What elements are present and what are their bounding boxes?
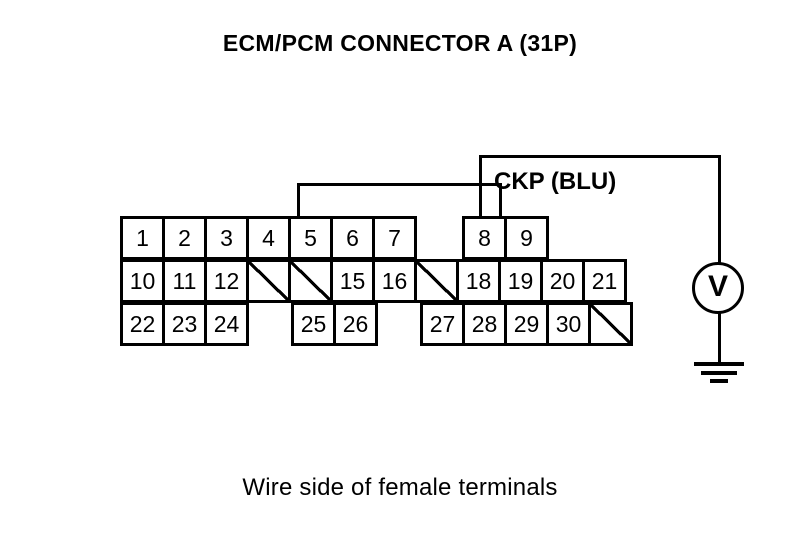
terminal-cell[interactable]: 16: [372, 259, 417, 303]
voltmeter-v-glyph: V: [707, 270, 728, 303]
terminal-cell[interactable]: 28: [462, 302, 507, 346]
ckp-wire-label: CKP (BLU): [494, 168, 617, 195]
terminal-cell[interactable]: 26: [333, 302, 378, 346]
terminal-cell[interactable]: 8: [462, 216, 507, 260]
unused-terminal-cell: [246, 259, 291, 303]
terminal-row-bottom: 22 23 24 25 26 27 28 29 30: [120, 302, 633, 346]
ground-icon-bar-2: [701, 371, 737, 375]
terminal-row-top: 1 2 3 4 5 6 7 8 9: [120, 216, 549, 260]
terminal-cell[interactable]: 10: [120, 259, 165, 303]
terminal-cell[interactable]: 27: [420, 302, 465, 346]
page-title: ECM/PCM CONNECTOR A (31P): [222, 30, 578, 56]
ckp-wire-left-segment: [479, 155, 482, 260]
ckp-wire-right-segment: [718, 155, 721, 265]
terminal-bracket-top: [297, 183, 502, 186]
terminal-spacer: [246, 302, 291, 346]
figure-caption: Wire side of female terminals: [242, 474, 558, 501]
voltmeter-icon: V: [692, 262, 744, 314]
terminal-cell[interactable]: 15: [330, 259, 375, 303]
terminal-cell[interactable]: 2: [162, 216, 207, 260]
unused-terminal-cell: [414, 259, 459, 303]
terminal-cell[interactable]: 4: [246, 216, 291, 260]
terminal-cell[interactable]: 23: [162, 302, 207, 346]
terminal-cell[interactable]: 19: [498, 259, 543, 303]
terminal-cell[interactable]: 29: [504, 302, 549, 346]
terminal-cell[interactable]: 6: [330, 216, 375, 260]
terminal-cell[interactable]: 11: [162, 259, 207, 303]
voltmeter-circle: [692, 262, 744, 314]
ground-icon-bar-3: [710, 379, 728, 383]
ckp-wire-top-segment: [479, 155, 721, 158]
ground-icon-bar-1: [694, 362, 744, 366]
unused-terminal-cell: [288, 259, 333, 303]
terminal-cell[interactable]: 5: [288, 216, 333, 260]
terminal-cell-7[interactable]: 7: [372, 216, 417, 260]
terminal-cell[interactable]: 20: [540, 259, 585, 303]
terminal-row-middle: 10 11 12 15 16 18 19 20 21: [120, 259, 627, 303]
terminal-spacer: [414, 216, 462, 260]
terminal-cell[interactable]: 3: [204, 216, 249, 260]
terminal-cell[interactable]: 18: [456, 259, 501, 303]
terminal-bracket-right-leg: [499, 183, 502, 218]
terminal-cell[interactable]: 25: [291, 302, 336, 346]
terminal-cell[interactable]: 22: [120, 302, 165, 346]
unused-terminal-cell: [588, 302, 633, 346]
terminal-cell[interactable]: 21: [582, 259, 627, 303]
meter-ground-lead: [718, 313, 721, 363]
terminal-cell[interactable]: 12: [204, 259, 249, 303]
terminal-cell[interactable]: 9: [504, 216, 549, 260]
terminal-bracket-left-leg: [297, 183, 300, 218]
terminal-spacer: [375, 302, 420, 346]
terminal-cell[interactable]: 24: [204, 302, 249, 346]
terminal-cell[interactable]: 1: [120, 216, 165, 260]
terminal-cell[interactable]: 30: [546, 302, 591, 346]
